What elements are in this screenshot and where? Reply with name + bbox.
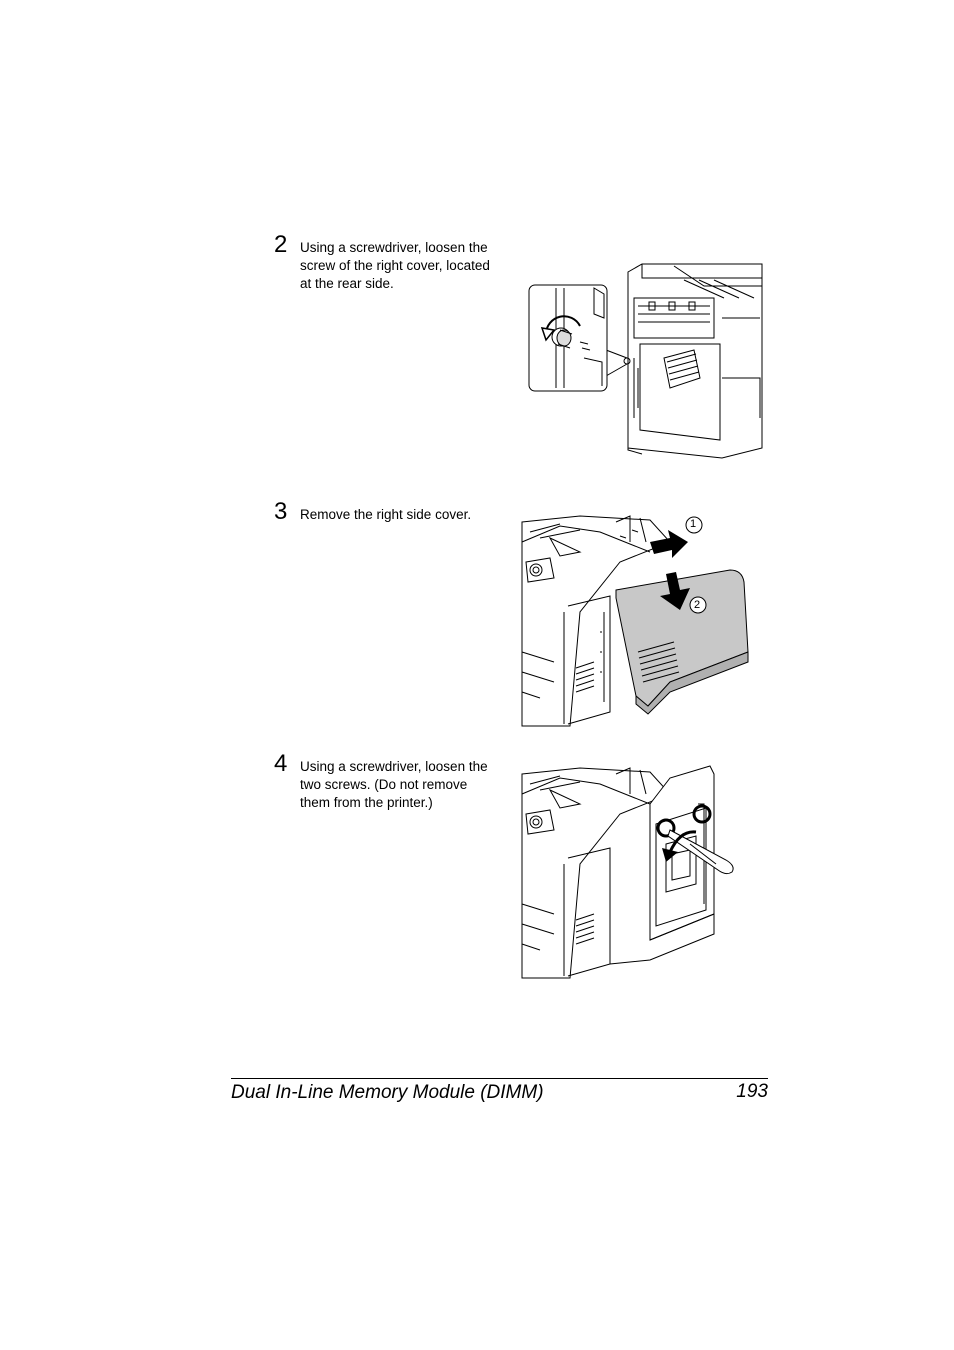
step-number: 2: [274, 231, 288, 258]
page-number: 193: [736, 1081, 768, 1102]
footer-rule: [231, 1078, 768, 1079]
step-instruction: Remove the right side cover.: [300, 507, 472, 522]
step-number: 3: [274, 498, 288, 525]
callout-1: 1: [690, 518, 697, 530]
step-number: 4: [274, 750, 288, 777]
rear-screw-illustration: [524, 258, 766, 462]
step-instruction: Using a screwdriver, loosen the screw of…: [300, 240, 490, 291]
loosen-screws-illustration: [520, 764, 744, 980]
step-instruction: Using a screwdriver, loosen the two scre…: [300, 759, 488, 810]
footer-section-title: Dual In-Line Memory Module (DIMM): [231, 1082, 544, 1103]
callout-2: 2: [694, 599, 701, 611]
remove-cover-illustration: [520, 512, 752, 728]
